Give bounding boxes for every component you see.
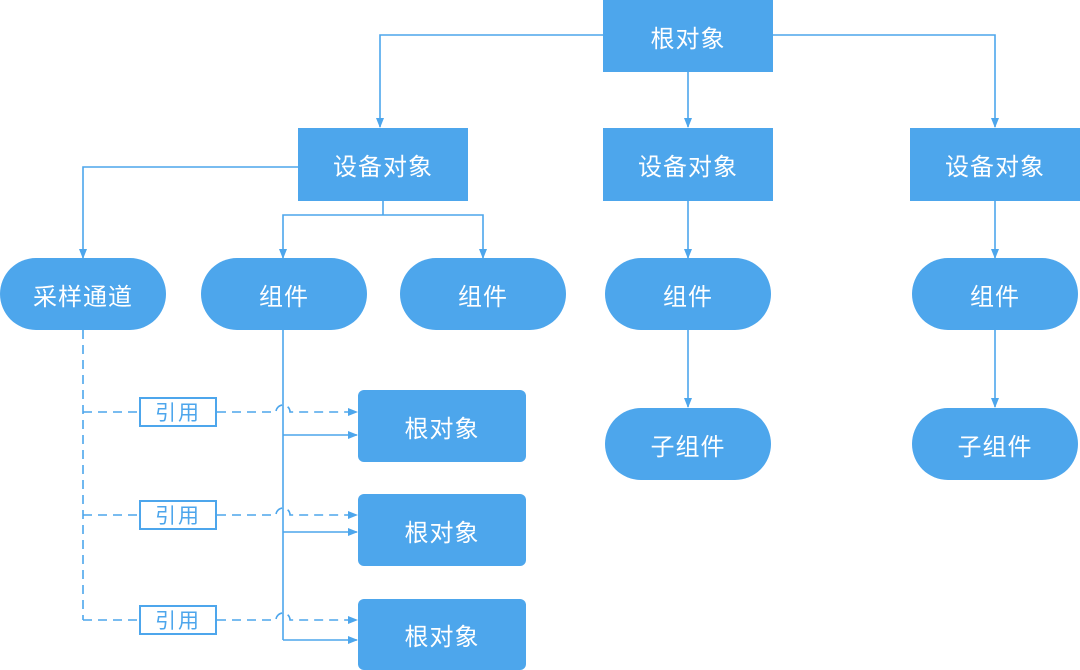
component-node-device3: 组件 [912,258,1078,330]
component-node-device2: 组件 [605,258,771,330]
edge-root-device1 [376,34,603,128]
edge-device1-sampling [79,166,298,259]
edge-device1-component-a [279,214,383,259]
reference-label-1: 引用 [139,397,217,427]
subcomponent-node-device2-label: 子组件 [650,432,726,461]
device-node-3: 设备对象 [910,128,1080,201]
referenced-root-node-2: 根对象 [358,494,526,566]
reference-label-2: 引用 [139,500,217,530]
device-node-2: 设备对象 [603,128,773,201]
referenced-root-node-3: 根对象 [358,599,526,670]
subcomponent-node-device3-label: 子组件 [957,432,1033,461]
edge-root-device3 [773,34,999,128]
component-node-device2-label: 组件 [663,282,713,311]
subcomponent-node-device3: 子组件 [912,408,1078,480]
subcomponent-node-device2: 子组件 [605,408,771,480]
component-node-a-label: 组件 [259,282,309,311]
referenced-root-node-3-label: 根对象 [404,623,480,651]
edge-ref1-target [217,404,358,416]
component-node-a: 组件 [201,258,367,330]
referenced-root-node-1-label: 根对象 [404,414,480,443]
sampling-channel-node: 采样通道 [0,258,166,330]
reference-label-2-text: 引用 [155,504,201,528]
reference-label-3: 引用 [139,605,217,635]
device-node-1-label: 设备对象 [333,153,433,181]
referenced-root-node-2-label: 根对象 [404,518,480,547]
device-node-3-label: 设备对象 [945,153,1045,181]
sampling-channel-label: 采样通道 [33,282,133,311]
referenced-root-node-1: 根对象 [358,390,526,462]
edge-device1-component-b [383,214,487,259]
reference-label-1-text: 引用 [155,401,201,425]
edge-ref2-target [217,507,358,519]
edge-ref3-target [217,612,358,624]
device-node-1: 设备对象 [298,128,468,201]
device-node-2-label: 设备对象 [638,153,738,181]
component-node-b: 组件 [400,258,566,330]
root-node-label: 根对象 [650,24,726,53]
component-node-b-label: 组件 [458,282,508,311]
root-node: 根对象 [603,0,773,72]
component-node-device3-label: 组件 [970,282,1020,311]
reference-label-3-text: 引用 [155,609,201,633]
